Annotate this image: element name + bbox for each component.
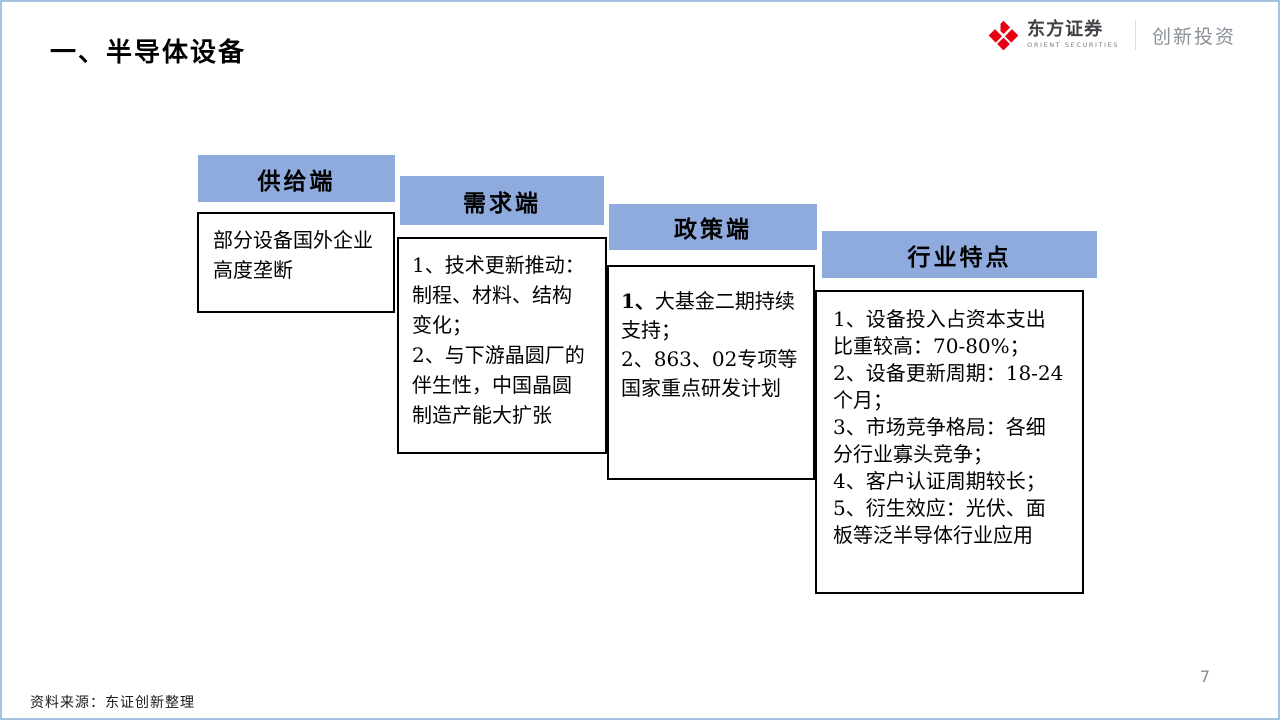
box-body-text-bold-prefix: 1、 <box>621 289 655 313</box>
box-body-text: 大基金二期持续 支持； 2、863、02专项等 国家重点研发计划 <box>621 289 798 400</box>
box-header-label: 政策端 <box>674 216 752 243</box>
brand-diamond-icon <box>988 20 1018 50</box>
box-body-supply-side: 部分设备国外企业 高度垄断 <box>197 212 395 313</box>
brand-text: 东方证券 ORIENT SECURITIES <box>1027 21 1119 49</box>
box-header-industry-traits: 行业特点 <box>822 231 1097 278</box>
box-body-text: 部分设备国外企业 高度垄断 <box>213 228 373 282</box>
brand-header: 东方证券 ORIENT SECURITIES 创新投资 <box>988 20 1236 50</box>
box-header-demand-side: 需求端 <box>400 176 604 225</box>
box-header-label: 行业特点 <box>907 243 1012 271</box>
diamond-grid-shape <box>988 20 1018 50</box>
box-body-demand-side: 1、技术更新推动： 制程、材料、结构 变化； 2、与下游晶圆厂的 伴生性，中国晶… <box>397 237 607 454</box>
box-body-policy-side: 1、大基金二期持续 支持； 2、863、02专项等 国家重点研发计划 <box>607 265 815 480</box>
brand-unit-label: 创新投资 <box>1151 25 1236 48</box>
orient-securities-logo: 东方证券 ORIENT SECURITIES <box>988 20 1119 50</box>
box-header-supply-side: 供给端 <box>198 155 395 202</box>
box-header-policy-side: 政策端 <box>609 204 817 250</box>
box-body-industry-traits: 1、设备投入占资本支出 比重较高：70-80%； 2、设备更新周期：18-24 … <box>815 290 1084 594</box>
box-body-text: 1、技术更新推动： 制程、材料、结构 变化； 2、与下游晶圆厂的 伴生性，中国晶… <box>412 253 585 427</box>
page-number: 7 <box>1199 667 1210 686</box>
brand-name-en: ORIENT SECURITIES <box>1027 41 1119 50</box>
box-body-text: 1、设备投入占资本支出 比重较高：70-80%； 2、设备更新周期：18-24 … <box>833 307 1064 547</box>
brand-divider <box>1134 20 1136 50</box>
box-header-label: 需求端 <box>463 189 541 217</box>
source-note: 资料来源：东证创新整理 <box>30 695 195 711</box>
box-header-label: 供给端 <box>257 167 336 195</box>
brand-name-cn: 东方证券 <box>1027 19 1104 41</box>
page-title: 一、半导体设备 <box>50 38 247 68</box>
